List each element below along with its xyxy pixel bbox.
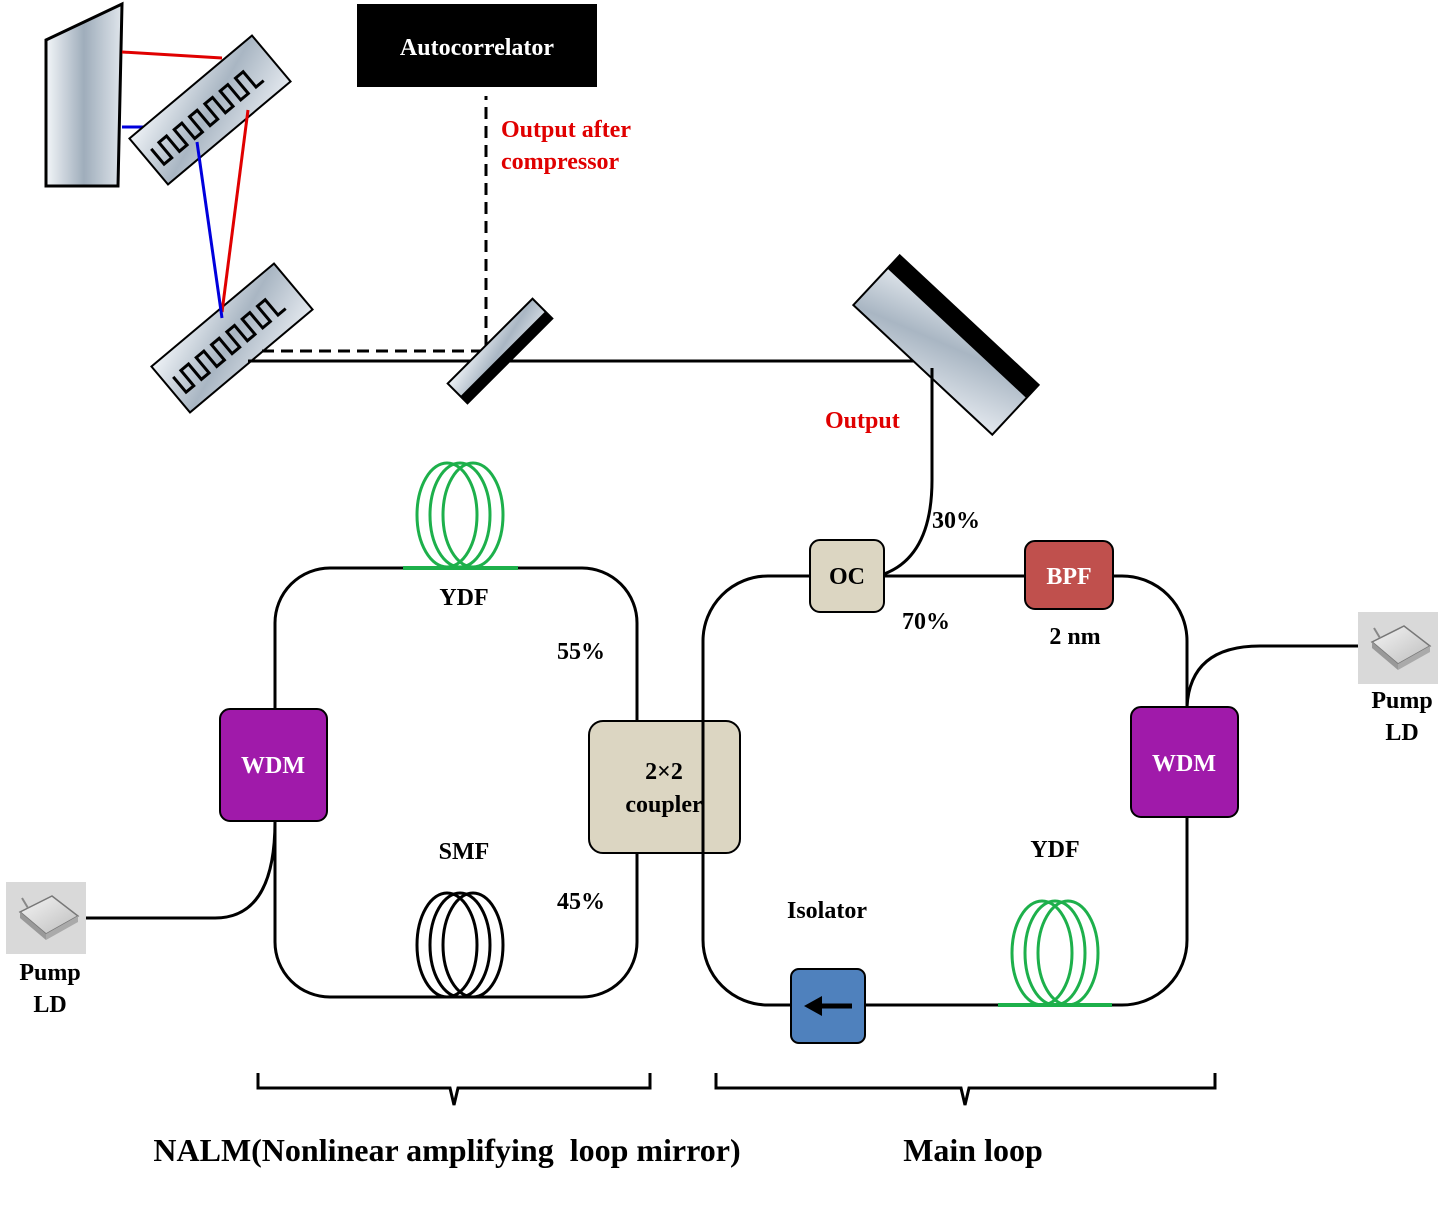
pump-ld-left-line1: Pump xyxy=(19,960,80,986)
pct-55-label: 55% xyxy=(557,639,605,665)
output-mirror xyxy=(851,253,1041,437)
isolator-label: Isolator xyxy=(787,898,867,924)
output-after-compressor-line2: compressor xyxy=(501,149,620,175)
grating-upper xyxy=(128,34,292,186)
pump-left-fiber xyxy=(86,820,277,920)
bandpass-filter xyxy=(1024,540,1114,610)
coupler-2x2 xyxy=(588,720,741,854)
main-loop-fiber xyxy=(701,574,1189,1007)
pump-right-fiber xyxy=(1185,644,1358,708)
wdm-right-label: WDM xyxy=(1152,751,1216,777)
pct-70-label: 70% xyxy=(902,609,950,635)
beam-splitter xyxy=(446,297,554,405)
grating-lower xyxy=(150,262,314,414)
nalm-ydf-coil xyxy=(415,461,505,569)
pump-ld-left-line2: LD xyxy=(33,992,66,1018)
oc-label: OC xyxy=(829,564,865,590)
smf-label: SMF xyxy=(439,839,490,865)
pump-ld-right xyxy=(1358,612,1438,684)
nalm-ydf-label: YDF xyxy=(439,585,488,611)
pump-ld-right-line1: Pump xyxy=(1371,688,1432,714)
nalm-brace xyxy=(256,1073,652,1106)
bpf-bandwidth-label: 2 nm xyxy=(1049,624,1100,650)
nalm-section-label: NALM(Nonlinear amplifying loop mirror) xyxy=(153,1132,740,1168)
pump-ld-left xyxy=(6,882,86,954)
pct-45-label: 45% xyxy=(557,889,605,915)
nalm-loop-fiber xyxy=(273,566,639,999)
output-coupler xyxy=(809,539,885,613)
output-after-compressor-line1: Output after xyxy=(501,117,631,143)
beam-red-upper xyxy=(121,50,223,60)
main-ydf-label: YDF xyxy=(1030,837,1079,863)
bpf-label: BPF xyxy=(1046,564,1091,590)
output-label: Output xyxy=(825,408,900,434)
pct-30-label: 30% xyxy=(932,508,980,534)
wdm-left-label: WDM xyxy=(241,753,305,779)
autocorrelator-label: Autocorrelator xyxy=(400,35,555,61)
beam-red-diagonal xyxy=(220,109,250,313)
autocorrelator-box xyxy=(357,4,597,87)
pump-ld-right-line2: LD xyxy=(1385,720,1418,746)
main-ydf-coil xyxy=(1010,899,1100,1007)
main-loop-brace xyxy=(714,1073,1217,1106)
output-fiber xyxy=(883,368,934,576)
coupler-line2: coupler xyxy=(625,792,703,818)
roof-mirror xyxy=(44,1,124,188)
wdm-right xyxy=(1130,706,1239,818)
smf-coil xyxy=(415,891,505,999)
beam-blue-diagonal xyxy=(195,141,224,319)
coupler-line1: 2×2 xyxy=(645,759,683,785)
main-loop-section-label: Main loop xyxy=(903,1132,1043,1168)
isolator-arrow-icon xyxy=(804,996,852,1016)
